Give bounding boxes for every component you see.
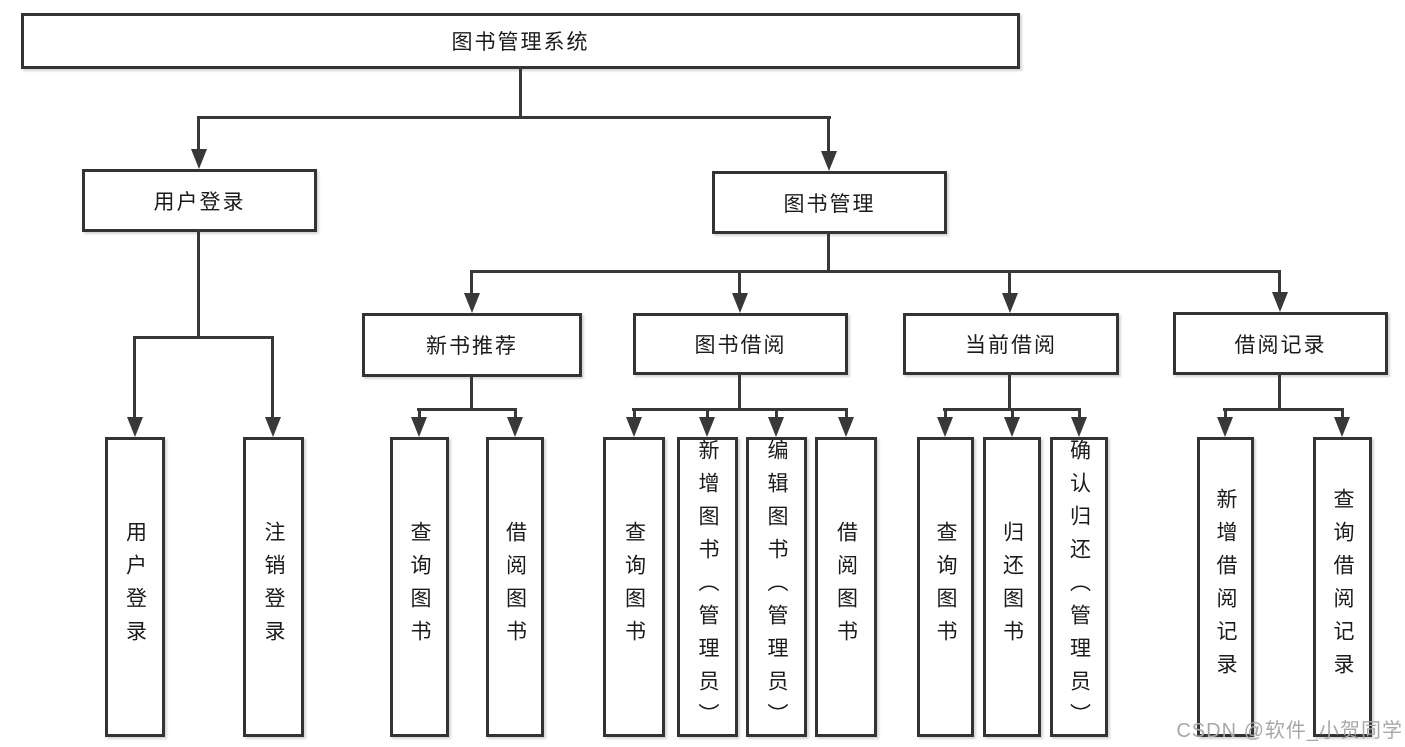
node-label: 新书推荐 bbox=[426, 335, 518, 358]
connector-line bbox=[514, 408, 517, 420]
connector-line bbox=[1223, 408, 1344, 411]
node-label: 借阅图书 bbox=[503, 521, 527, 653]
node-label: 图书借阅 bbox=[694, 334, 787, 357]
arrow-down-icon bbox=[1334, 417, 1350, 437]
connector-line bbox=[827, 232, 830, 272]
node-label: 归还图书 bbox=[1000, 521, 1024, 653]
arrow-down-icon bbox=[821, 151, 837, 171]
node-label: 当前借阅 bbox=[965, 334, 1057, 357]
connector-line bbox=[1008, 270, 1011, 296]
watermark: CSDN @软件_小贺同学 bbox=[1176, 720, 1403, 742]
connector-line bbox=[417, 408, 517, 411]
connector-line bbox=[1011, 408, 1014, 420]
leaf-add-borrow-record: 新增借阅记录 bbox=[1197, 437, 1254, 737]
node-current-borrow: 当前借阅 bbox=[903, 313, 1119, 375]
node-new-book-recommend: 新书推荐 bbox=[362, 313, 582, 377]
connector-line bbox=[133, 336, 274, 339]
connector-line bbox=[1008, 374, 1011, 409]
connector-line bbox=[271, 336, 274, 420]
leaf-edit-books-admin: 编辑图书（管理员） bbox=[746, 437, 807, 737]
arrow-down-icon bbox=[699, 417, 715, 437]
leaf-user-login: 用户登录 bbox=[105, 437, 165, 737]
node-label: 确认归还（管理员） bbox=[1067, 438, 1091, 736]
arrow-down-icon bbox=[1217, 417, 1233, 437]
connector-line bbox=[632, 408, 847, 411]
connector-line bbox=[775, 408, 778, 420]
arrow-down-icon bbox=[191, 149, 207, 169]
connector-line bbox=[738, 374, 741, 409]
connector-line bbox=[133, 336, 136, 420]
arrow-down-icon bbox=[507, 417, 523, 437]
leaf-logout: 注销登录 bbox=[243, 437, 304, 737]
leaf-add-books-admin: 新增图书（管理员） bbox=[677, 437, 738, 737]
arrow-down-icon bbox=[838, 417, 854, 437]
node-label: 查询图书 bbox=[622, 521, 646, 653]
connector-line bbox=[197, 117, 200, 152]
leaf-confirm-return-admin: 确认归还（管理员） bbox=[1050, 437, 1108, 737]
leaf-query-books-borrow: 查询图书 bbox=[603, 437, 665, 737]
leaf-query-borrow-record: 查询借阅记录 bbox=[1313, 437, 1372, 737]
connector-line bbox=[519, 66, 522, 119]
connector-line bbox=[1224, 408, 1227, 420]
node-borrow-records: 借阅记录 bbox=[1173, 312, 1388, 375]
connector-line bbox=[470, 270, 473, 296]
arrow-down-icon bbox=[1002, 293, 1018, 313]
connector-line bbox=[944, 408, 947, 420]
connector-line bbox=[1278, 373, 1281, 409]
arrow-down-icon bbox=[1004, 417, 1020, 437]
node-label: 图书管理系统 bbox=[451, 31, 590, 54]
connector-line bbox=[706, 408, 709, 420]
node-label: 借阅记录 bbox=[1234, 333, 1327, 357]
node-label: 查询图书 bbox=[408, 521, 431, 653]
node-book-borrow: 图书借阅 bbox=[633, 313, 848, 375]
node-book-management: 图书管理 bbox=[712, 171, 947, 234]
leaf-query-books-current: 查询图书 bbox=[917, 437, 974, 737]
leaf-borrow-books: 借阅图书 bbox=[815, 437, 877, 737]
node-label: 查询借阅记录 bbox=[1331, 488, 1354, 686]
connector-line bbox=[470, 375, 473, 409]
arrow-down-icon bbox=[626, 417, 642, 437]
leaf-borrow-books-recommend: 借阅图书 bbox=[486, 437, 544, 737]
connector-line bbox=[197, 116, 831, 119]
leaf-query-books-recommend: 查询图书 bbox=[390, 437, 449, 737]
node-user-login: 用户登录 bbox=[82, 169, 317, 232]
connector-line bbox=[1341, 408, 1344, 420]
node-label: 新增图书（管理员） bbox=[696, 438, 719, 736]
arrow-down-icon bbox=[464, 293, 480, 313]
node-root: 图书管理系统 bbox=[21, 13, 1020, 69]
node-label: 查询图书 bbox=[934, 521, 957, 653]
connector-line bbox=[633, 408, 636, 420]
arrow-down-icon bbox=[411, 417, 427, 437]
leaf-return-books: 归还图书 bbox=[983, 437, 1041, 737]
arrow-down-icon bbox=[1071, 417, 1087, 437]
arrow-down-icon bbox=[265, 417, 281, 437]
connector-line bbox=[738, 270, 741, 296]
connector-line bbox=[1078, 408, 1081, 420]
node-label: 图书管理 bbox=[783, 192, 876, 216]
arrow-down-icon bbox=[127, 417, 143, 437]
connector-line bbox=[197, 229, 200, 337]
node-label: 用户登录 bbox=[153, 190, 246, 214]
node-label: 借阅图书 bbox=[834, 521, 858, 653]
node-label: 新增借阅记录 bbox=[1214, 488, 1237, 686]
connector-line bbox=[418, 408, 421, 420]
connector-line bbox=[827, 117, 830, 154]
arrow-down-icon bbox=[732, 293, 748, 313]
connector-line bbox=[470, 270, 1281, 273]
connector-line bbox=[845, 408, 848, 420]
node-label: 编辑图书（管理员） bbox=[765, 438, 788, 736]
arrow-down-icon bbox=[1272, 292, 1288, 312]
arrow-down-icon bbox=[768, 417, 784, 437]
node-label: 用户登录 bbox=[123, 521, 147, 653]
arrow-down-icon bbox=[937, 417, 953, 437]
node-label: 注销登录 bbox=[262, 521, 285, 653]
connector-line bbox=[1278, 270, 1281, 295]
